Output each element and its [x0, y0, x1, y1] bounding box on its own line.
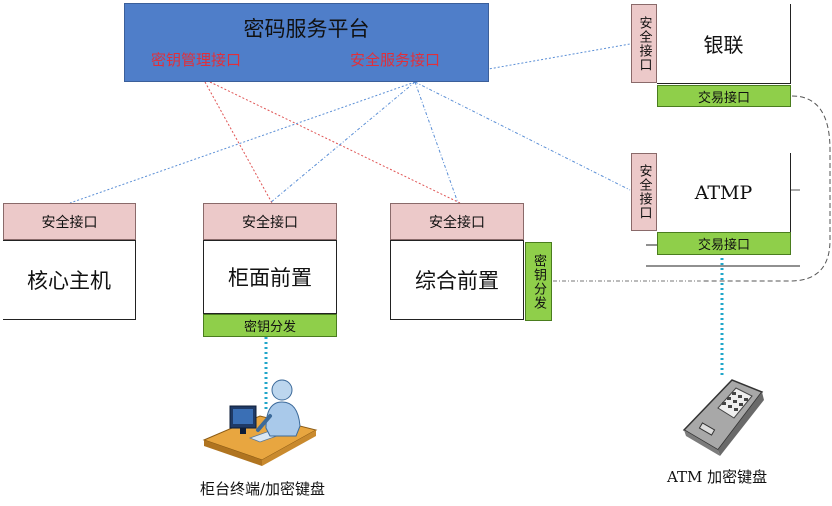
counter-front-security-interface: 安全接口 [203, 203, 337, 240]
svc-link-core [69, 81, 416, 204]
counter-front-key-distribution: 密钥分发 [203, 314, 337, 337]
crypto-service-platform: 密码服务平台 密钥管理接口 安全服务接口 [124, 3, 489, 82]
security-service-interface-label: 安全服务接口 [350, 51, 441, 69]
key-mgmt-interface-label: 密钥管理接口 [151, 51, 242, 69]
teller-caption: 柜台终端/加密键盘 [200, 480, 326, 498]
svc-link-counter [269, 81, 416, 204]
platform-title: 密码服务平台 [243, 17, 370, 41]
core-host-name: 核心主机 [27, 269, 111, 293]
key-mgmt-link-counter [204, 81, 273, 204]
integrated-front-node: 综合前置 [390, 240, 524, 320]
atm-pinpad-caption: ATM 加密键盘 [667, 468, 768, 486]
unionpay-name: 银联 [703, 33, 744, 57]
integrated-front-key-distribution: 密钥分发 [525, 242, 552, 321]
atmp-security-interface: 安全接口 [631, 153, 657, 231]
atmp-trade-interface: 交易接口 [657, 232, 791, 255]
integrated-front-name: 综合前置 [415, 269, 499, 293]
atmp-node: ATMP [657, 153, 791, 232]
core-host-security-interface: 安全接口 [3, 203, 136, 240]
teller-workstation-icon [202, 379, 318, 466]
svc-link-atmp [414, 81, 631, 191]
unionpay-trade-interface: 交易接口 [657, 85, 791, 107]
counter-front-name: 柜面前置 [228, 266, 312, 290]
counter-front-node: 柜面前置 [203, 240, 337, 314]
atmp-name: ATMP [694, 181, 753, 204]
encrypted-keypad-icon [682, 379, 764, 456]
svc-link-integrated [414, 81, 459, 204]
key-mgmt-link-integrated [209, 81, 461, 204]
unionpay-node: 银联 [657, 4, 791, 84]
unionpay-security-interface: 安全接口 [631, 4, 657, 83]
core-host-node: 核心主机 [3, 240, 136, 320]
integrated-front-security-interface: 安全接口 [390, 203, 524, 240]
